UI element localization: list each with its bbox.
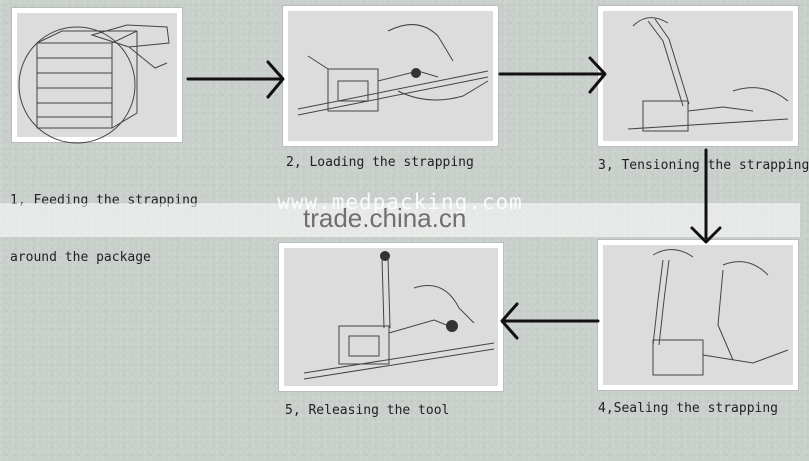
arrow-2-to-3 — [498, 56, 607, 94]
step-3-image — [598, 6, 798, 146]
arrow-4-to-5 — [500, 302, 600, 340]
package-illustration — [17, 13, 177, 144]
watermark-band — [0, 203, 800, 237]
watermark-brand: trade.china.cn — [303, 203, 467, 233]
loading-illustration — [288, 11, 493, 141]
watermark-url: www.medpacking.com — [277, 190, 523, 214]
step-4-image — [598, 240, 798, 390]
step-2-caption: 2, Loading the strapping — [286, 155, 474, 170]
step-3-caption: 3, Tensioning the strapping — [598, 158, 809, 173]
arrow-1-to-2 — [186, 60, 285, 99]
releasing-illustration — [284, 248, 498, 386]
step-4-caption: 4,Sealing the strapping — [598, 401, 779, 416]
step-5-image — [279, 243, 503, 391]
step-1-image — [12, 8, 182, 144]
sealing-illustration — [603, 245, 793, 385]
step-1-caption-line2: around the package — [10, 250, 151, 265]
step-5-caption: 5, Releasing the tool — [285, 403, 450, 418]
step-2-image — [283, 6, 498, 146]
tensioning-illustration — [603, 11, 793, 141]
